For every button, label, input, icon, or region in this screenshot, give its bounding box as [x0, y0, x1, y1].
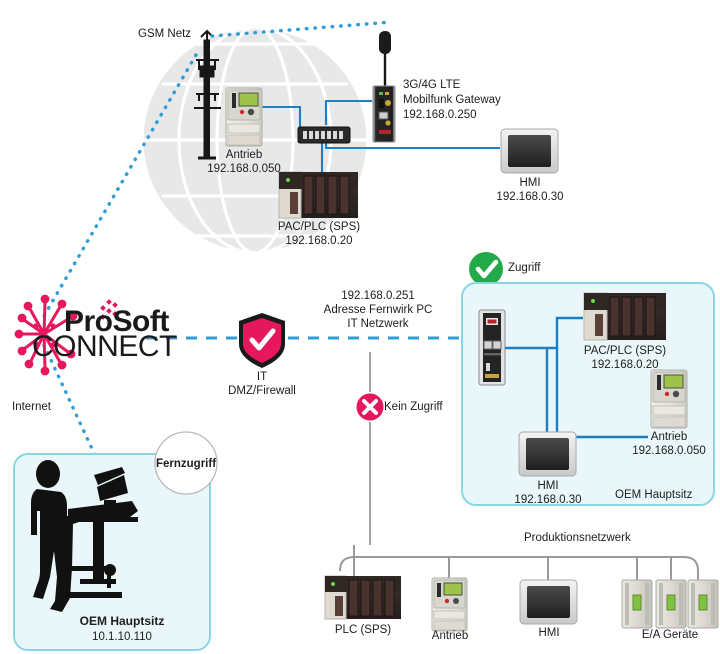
prosoft-burst-icon [14, 294, 78, 376]
remote-panel-ip: 10.1.10.110 [92, 631, 152, 643]
drive-ip-oem: 192.168.0.050 [632, 445, 706, 457]
plc-label-top: PAC/PLC (SPS) [277, 221, 361, 233]
hmi-ip-oem: 192.168.0.30 [514, 494, 582, 506]
fernzugriff-label: Fernzugriff [155, 458, 217, 470]
gateway-label-line2: Mobilfunk Gateway [403, 94, 501, 106]
gateway-label-line1: 3G/4G LTE [403, 79, 461, 91]
hmi-icon-oem [518, 431, 577, 477]
connect-wordmark: CONNECT [32, 330, 177, 363]
hmi-ip-top: 192.168.0.30 [496, 191, 564, 203]
internet-label: Internet [12, 401, 51, 413]
access-allowed-icon [469, 252, 503, 286]
firewall-label-line1: IT [256, 371, 268, 383]
plc-ip-oem: 192.168.0.20 [591, 359, 659, 371]
prosoft-wordmark: ProSoft [64, 305, 169, 338]
firewall-address-line1: 192.168.0.251 [341, 290, 415, 302]
plc-rack-icon-production [324, 575, 401, 620]
production-device-label-plc: PLC (SPS) [334, 624, 392, 636]
access-denied-icon [356, 393, 384, 421]
firewall-address-line3: IT Netzwerk [347, 318, 409, 330]
gateway-ip-label: 192.168.0.250 [403, 109, 477, 121]
gsm-tower-icon [194, 29, 221, 160]
production-device-label-hmi: HMI [538, 627, 560, 639]
production-device-label-io: E/A Geräte [641, 629, 699, 641]
io-device-icons [621, 579, 719, 629]
production-network-title: Produktionsnetzwerk [524, 532, 631, 544]
plc-rack-icon-top [278, 171, 358, 219]
hmi-icon-production [519, 579, 578, 625]
plc-rack-icon-oem [583, 292, 666, 341]
gateway-antenna [379, 31, 391, 86]
remote-panel-caption: OEM Hauptsitz [79, 614, 165, 628]
drive-ip-top: 192.168.0.050 [207, 163, 281, 175]
drive-icon-oem [650, 369, 688, 429]
oem-gateway-icon [478, 309, 506, 386]
top-site-wires [262, 99, 500, 172]
plc-label-oem: PAC/PLC (SPS) [583, 345, 667, 357]
plc-ip-top: 192.168.0.20 [285, 235, 353, 247]
hmi-label-oem: HMI [537, 480, 559, 492]
fernzugriff-bubble [154, 431, 218, 495]
prosoft-diamond-accent [100, 299, 118, 320]
drive-icon-production [431, 577, 468, 632]
production-device-label-drive: Antrieb [431, 630, 469, 642]
firewall-label-line2: DMZ/Firewall [228, 385, 296, 397]
firewall-address-line2: Adresse Fernwirk PC [323, 304, 433, 316]
drive-icon-top [225, 87, 263, 147]
oem-panel-caption: OEM Hauptsitz [615, 489, 693, 501]
drive-label-oem: Antrieb [650, 431, 688, 443]
drive-label-top: Antrieb [225, 149, 263, 161]
access-allowed-label: Zugriff [508, 262, 541, 274]
hmi-label-top: HMI [519, 177, 541, 189]
production-bus [339, 545, 699, 580]
dashed-links [42, 20, 394, 468]
gsm-network-label: GSM Netz [138, 28, 192, 40]
hmi-icon-top [500, 128, 559, 174]
remote-operator-silhouette [31, 460, 138, 612]
access-denied-label: Kein Zugriff [384, 401, 443, 413]
ethernet-switch-icon [297, 126, 351, 144]
firewall-shield-icon [239, 313, 285, 368]
lte-gateway-icon [372, 85, 396, 143]
